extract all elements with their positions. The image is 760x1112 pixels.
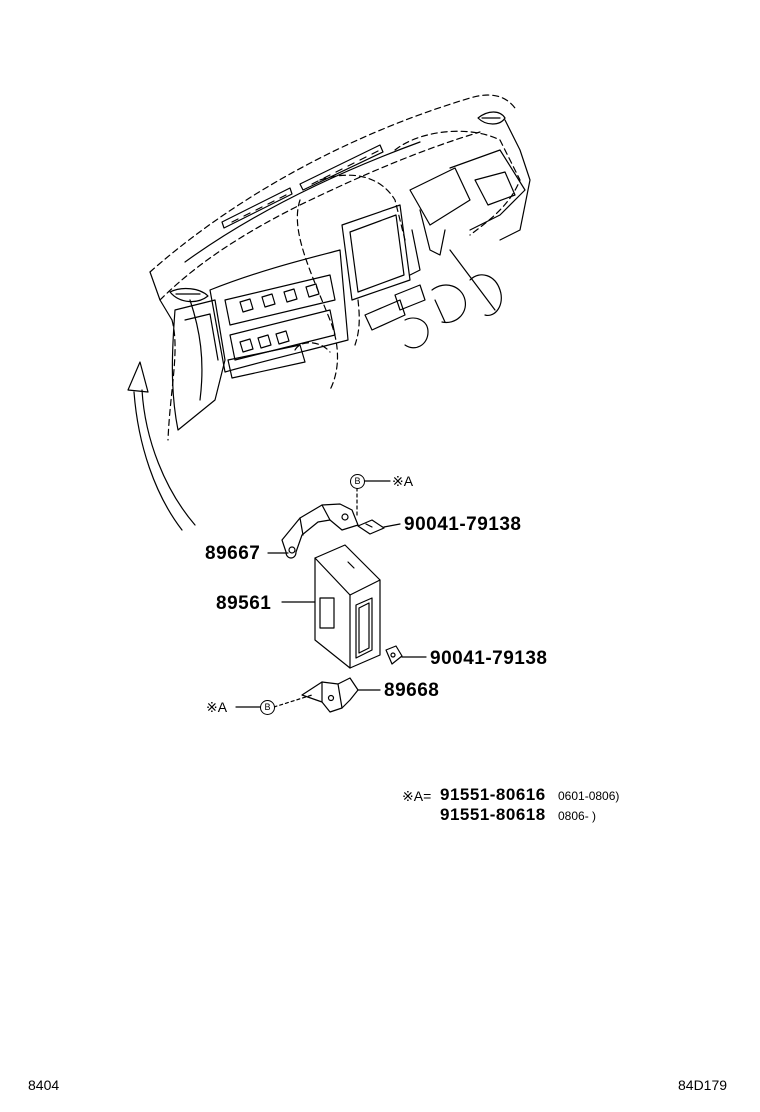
note-line2-part: 91551-80618 xyxy=(440,805,546,824)
part-label-bolt-upper: 90041-79138 xyxy=(404,514,522,535)
part-label-bracket-lower: 89668 xyxy=(384,680,440,701)
location-arrow xyxy=(127,361,196,531)
dashboard-illustration xyxy=(149,94,531,441)
ref-b-lower: B xyxy=(260,700,275,715)
upper-bolt xyxy=(357,519,385,535)
control-unit xyxy=(314,544,381,669)
part-label-bracket-upper: 89667 xyxy=(205,543,261,564)
note-line1-part: 91551-80616 xyxy=(440,785,546,804)
note-line1-range: 0601-0806) xyxy=(558,789,620,803)
lower-bolt xyxy=(385,645,403,665)
leader-lines xyxy=(235,480,427,708)
ref-mark-a-upper: ※A xyxy=(392,473,414,489)
upper-bracket xyxy=(281,503,359,559)
lower-bracket xyxy=(301,677,359,713)
ref-b-upper: B xyxy=(350,474,365,489)
note-prefix: ※A= xyxy=(402,788,432,804)
footer-right-code: 84D179 xyxy=(678,1077,728,1093)
part-label-control-unit: 89561 xyxy=(216,593,272,614)
part-label-bolt-lower: 90041-79138 xyxy=(430,648,548,669)
note-line2-range: 0806‐ ) xyxy=(558,809,597,823)
footer-left-code: 8404 xyxy=(28,1077,60,1093)
ref-mark-a-lower: ※A xyxy=(206,699,228,715)
